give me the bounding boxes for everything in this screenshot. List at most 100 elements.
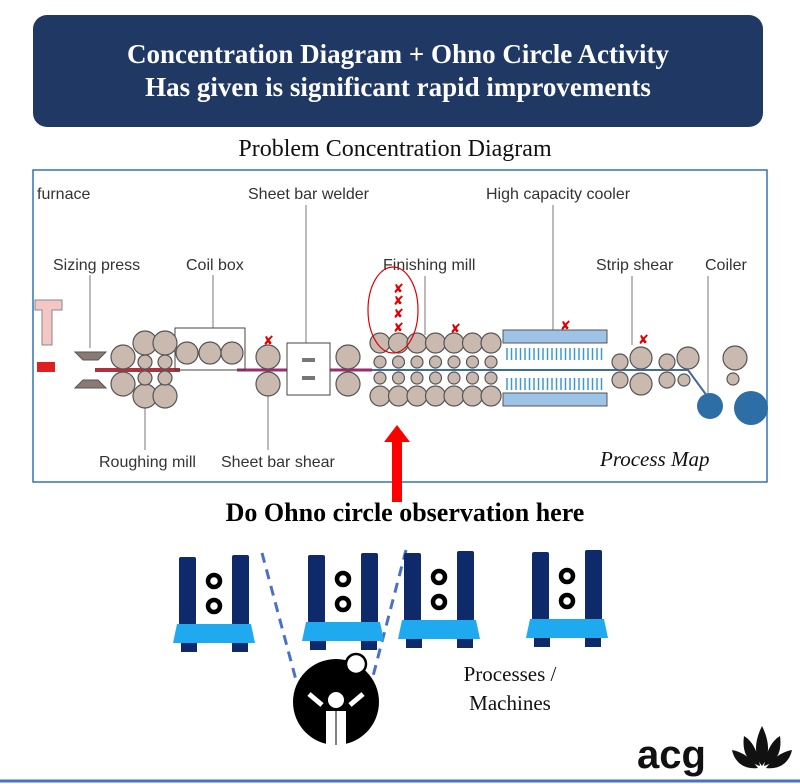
roller-icon (391, 355, 406, 369)
rollers (110, 330, 748, 409)
problem-mark: ✘ (560, 319, 571, 334)
label-finishing-mill: Finishing mill (383, 257, 475, 274)
machine-icon (398, 551, 480, 648)
problem-concentration-circle (367, 266, 419, 354)
diagram-subtitle: Problem Concentration Diagram (238, 136, 552, 162)
problem-mark: ✘ (393, 294, 404, 309)
roller-icon (629, 346, 653, 370)
roller-icon (480, 332, 502, 354)
label-sizing-press: Sizing press (53, 257, 140, 274)
sheet-bar-welder-icon (286, 342, 331, 396)
roller-icon (369, 385, 391, 407)
roller-icon (110, 371, 136, 397)
machine-icon (173, 555, 255, 652)
machine-icon (302, 553, 384, 650)
roller-icon (137, 370, 153, 386)
machines-label-line-2: Machines (469, 691, 551, 715)
roller-icon (335, 344, 361, 370)
roller-icon (677, 373, 691, 387)
machines-label: Processes / Machines (440, 660, 580, 718)
roller-icon (152, 330, 178, 356)
roller-icon (391, 371, 406, 385)
roller-icon (410, 371, 424, 385)
roller-icon (406, 332, 428, 354)
label-sheet-bar-shear: Sheet bar shear (221, 454, 336, 471)
roller-icon (220, 341, 244, 365)
machines-label-line-1: Processes / (463, 662, 557, 686)
roller-icon (424, 332, 447, 354)
roller-icon (484, 355, 498, 369)
roller-icon (387, 385, 410, 407)
leader-lines (89, 205, 709, 450)
roller-icon (373, 355, 387, 369)
title-line-1: Concentration Diagram + Ohno Circle Acti… (126, 39, 670, 69)
roller-icon (443, 385, 465, 407)
welder-electrode-icon (302, 358, 315, 362)
roller-icon (373, 371, 387, 385)
svg-text:acg: acg (637, 733, 706, 777)
problem-mark: ✘ (393, 307, 404, 322)
coiler-icon (734, 391, 768, 425)
roller-icon (658, 371, 676, 389)
roller-icon (480, 385, 502, 407)
problem-mark: ✘ (450, 322, 461, 337)
problem-mark: ✘ (263, 334, 274, 349)
roller-icon (110, 344, 136, 370)
machine-icon (526, 550, 608, 647)
roller-icon (447, 355, 461, 369)
roller-icon (447, 371, 461, 385)
furnace-icon (34, 299, 63, 346)
sight-line (370, 549, 408, 681)
title-line-2: Has given is significant rapid improveme… (145, 72, 651, 102)
sizing-press-icon (73, 351, 108, 389)
roller-icon (152, 383, 178, 409)
label-high-capacity-cooler: High capacity cooler (486, 186, 631, 203)
problem-mark: ✘ (638, 333, 649, 348)
label-furnace: furnace (37, 186, 90, 203)
roller-icon (676, 346, 700, 370)
roller-icon (428, 355, 443, 369)
label-coil-box: Coil box (186, 257, 244, 274)
roller-icon (335, 371, 361, 397)
problem-mark: ✘ (393, 321, 404, 336)
roller-icon (406, 385, 428, 407)
roller-icon (461, 385, 484, 407)
roller-icon (157, 354, 173, 370)
roller-icon (410, 355, 424, 369)
label-roughing-mill: Roughing mill (99, 454, 196, 471)
roller-icon (255, 371, 281, 397)
label-sheet-bar-welder: Sheet bar welder (248, 186, 370, 203)
roller-icon (611, 353, 629, 371)
roller-icon (465, 355, 480, 369)
red-arrow-icon (384, 425, 410, 502)
roller-icon (722, 345, 748, 371)
welder-electrode-icon (302, 376, 315, 380)
acg-logo: acg (637, 726, 792, 777)
roller-icon (726, 372, 740, 386)
roller-icon (465, 371, 480, 385)
coiler-icon (697, 393, 723, 419)
ohno-circle-callout: Do Ohno circle observation here (225, 498, 585, 527)
roller-icon (157, 370, 173, 386)
roller-icon (484, 371, 498, 385)
roller-icon (611, 371, 629, 389)
roller-icon (387, 332, 410, 354)
roller-icon (424, 385, 447, 407)
roller-icon (428, 371, 443, 385)
observer-icon (293, 652, 379, 745)
title-banner: Concentration Diagram + Ohno Circle Acti… (33, 15, 763, 127)
high-capacity-cooler-icon (502, 329, 608, 407)
problem-mark: ✘ (393, 282, 404, 297)
roller-icon (175, 341, 199, 365)
roller-icon (198, 341, 222, 365)
label-coiler: Coiler (705, 257, 747, 274)
roller-icon (255, 344, 281, 370)
roller-icon (461, 332, 484, 354)
label-strip-shear: Strip shear (596, 257, 674, 274)
sight-line (260, 552, 298, 681)
roller-icon (629, 372, 653, 396)
furnace-slab-icon (37, 362, 55, 372)
roller-icon (658, 353, 676, 371)
process-map-caption: Process Map (599, 447, 709, 471)
